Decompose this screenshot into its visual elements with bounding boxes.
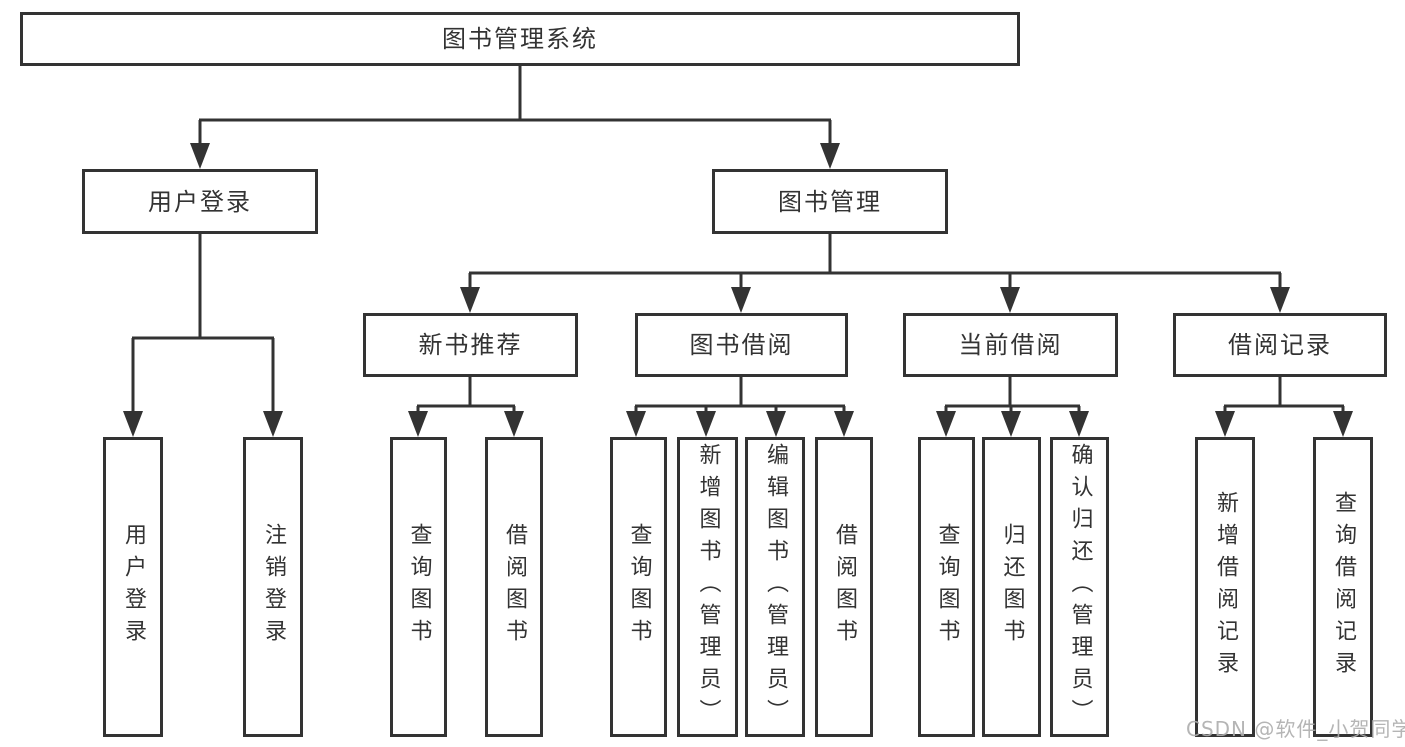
leaf-query-books: 查询图书 <box>918 437 975 737</box>
leaf-return-books: 归还图书 <box>982 437 1041 737</box>
node-current-borrow: 当前借阅 <box>903 313 1118 377</box>
leaf-logout: 注销登录 <box>243 437 303 737</box>
leaf-user-login: 用户登录 <box>103 437 163 737</box>
node-new-book-recommend: 新书推荐 <box>363 313 578 377</box>
node-label: 用户登录 <box>148 187 252 216</box>
leaf-label: 借阅图书 <box>502 523 527 651</box>
node-library-management-system: 图书管理系统 <box>20 12 1020 66</box>
node-label: 图书管理 <box>778 187 882 216</box>
leaf-label: 注销登录 <box>261 523 286 651</box>
node-user-login: 用户登录 <box>82 169 318 234</box>
leaf-add-borrow-record: 新增借阅记录 <box>1195 437 1255 737</box>
node-book-borrow: 图书借阅 <box>635 313 848 377</box>
leaf-label: 确认归还（管理员） <box>1067 443 1093 731</box>
leaf-label: 查询图书 <box>626 523 652 651</box>
leaf-query-borrow-record: 查询借阅记录 <box>1313 437 1373 737</box>
leaf-label: 借阅图书 <box>832 523 857 651</box>
leaf-label: 查询借阅记录 <box>1331 491 1356 683</box>
leaf-confirm-return-admin: 确认归还（管理员） <box>1050 437 1109 737</box>
node-label: 图书借阅 <box>689 331 794 359</box>
leaf-label: 查询图书 <box>934 523 960 651</box>
leaf-label: 用户登录 <box>121 523 146 651</box>
leaf-query-books: 查询图书 <box>610 437 667 737</box>
node-label: 图书管理系统 <box>442 25 598 53</box>
node-label: 借阅记录 <box>1228 331 1332 359</box>
leaf-label: 新增借阅记录 <box>1213 491 1238 683</box>
leaf-add-books-admin: 新增图书（管理员） <box>677 437 738 737</box>
node-label: 当前借阅 <box>958 331 1063 359</box>
leaf-label: 编辑图书（管理员） <box>763 443 788 731</box>
leaf-borrow-books: 借阅图书 <box>815 437 873 737</box>
leaf-borrow-books: 借阅图书 <box>485 437 543 737</box>
leaf-query-books: 查询图书 <box>390 437 447 737</box>
node-book-management: 图书管理 <box>712 169 948 234</box>
leaf-label: 归还图书 <box>999 523 1025 651</box>
csdn-watermark: CSDN @软件_小贺同学 <box>1186 717 1405 741</box>
arrowheads <box>123 143 1353 437</box>
leaf-label: 查询图书 <box>406 523 432 651</box>
node-borrow-records: 借阅记录 <box>1173 313 1387 377</box>
leaf-edit-books-admin: 编辑图书（管理员） <box>745 437 805 737</box>
leaf-label: 新增图书（管理员） <box>695 443 721 731</box>
node-label: 新书推荐 <box>418 331 523 359</box>
